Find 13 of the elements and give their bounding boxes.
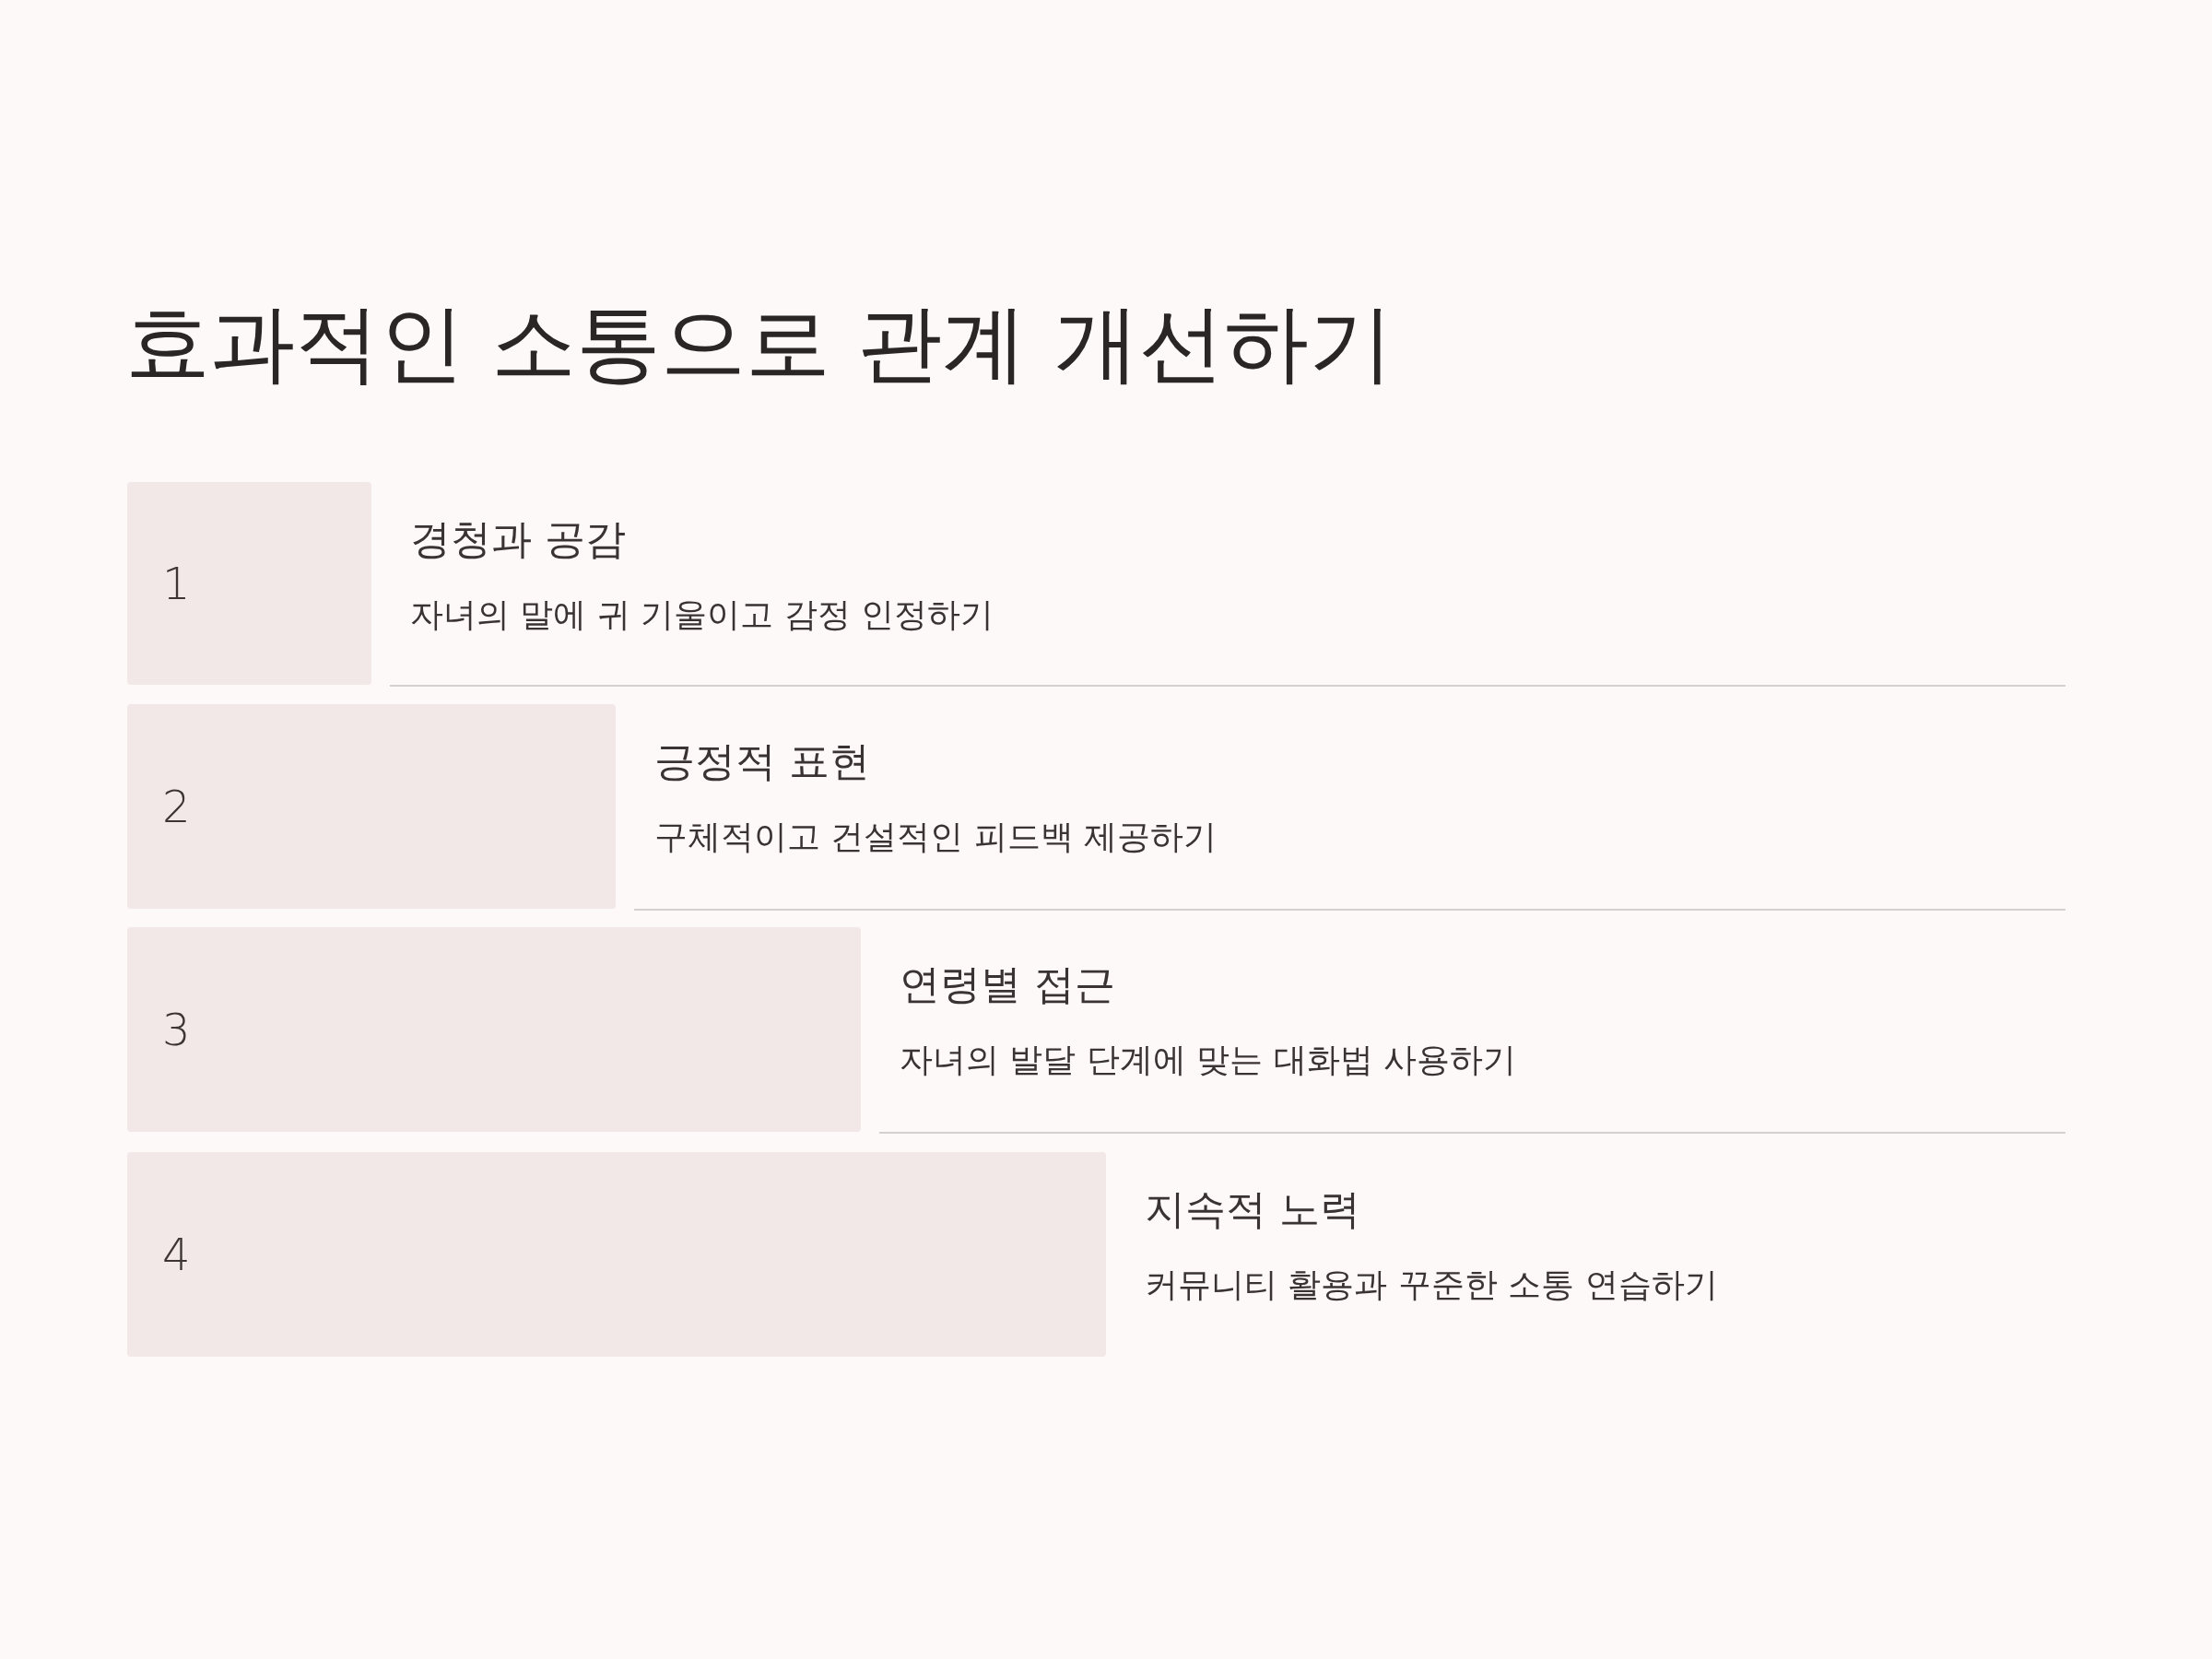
step-number: 3 bbox=[162, 1005, 191, 1054]
slide-title: 효과적인 소통으로 관계 개선하기 bbox=[125, 293, 1394, 394]
step-description: 구체적이고 건설적인 피드백 제공하기 bbox=[654, 817, 1218, 857]
step-heading: 연령별 접근 bbox=[900, 960, 1115, 1009]
step-number: 4 bbox=[162, 1230, 191, 1279]
step-heading: 지속적 노력 bbox=[1145, 1185, 1360, 1234]
step-description: 자녀의 말에 귀 기울이고 감정 인정하기 bbox=[410, 594, 994, 635]
step-number: 2 bbox=[162, 782, 191, 831]
step-number: 1 bbox=[162, 559, 191, 608]
step-heading: 경청과 공감 bbox=[410, 515, 626, 564]
step-description: 자녀의 발달 단계에 맞는 대화법 사용하기 bbox=[900, 1040, 1517, 1080]
step-heading: 긍정적 표현 bbox=[654, 737, 870, 786]
step-description: 커뮤니티 활용과 꾸준한 소통 연습하기 bbox=[1145, 1265, 1718, 1305]
